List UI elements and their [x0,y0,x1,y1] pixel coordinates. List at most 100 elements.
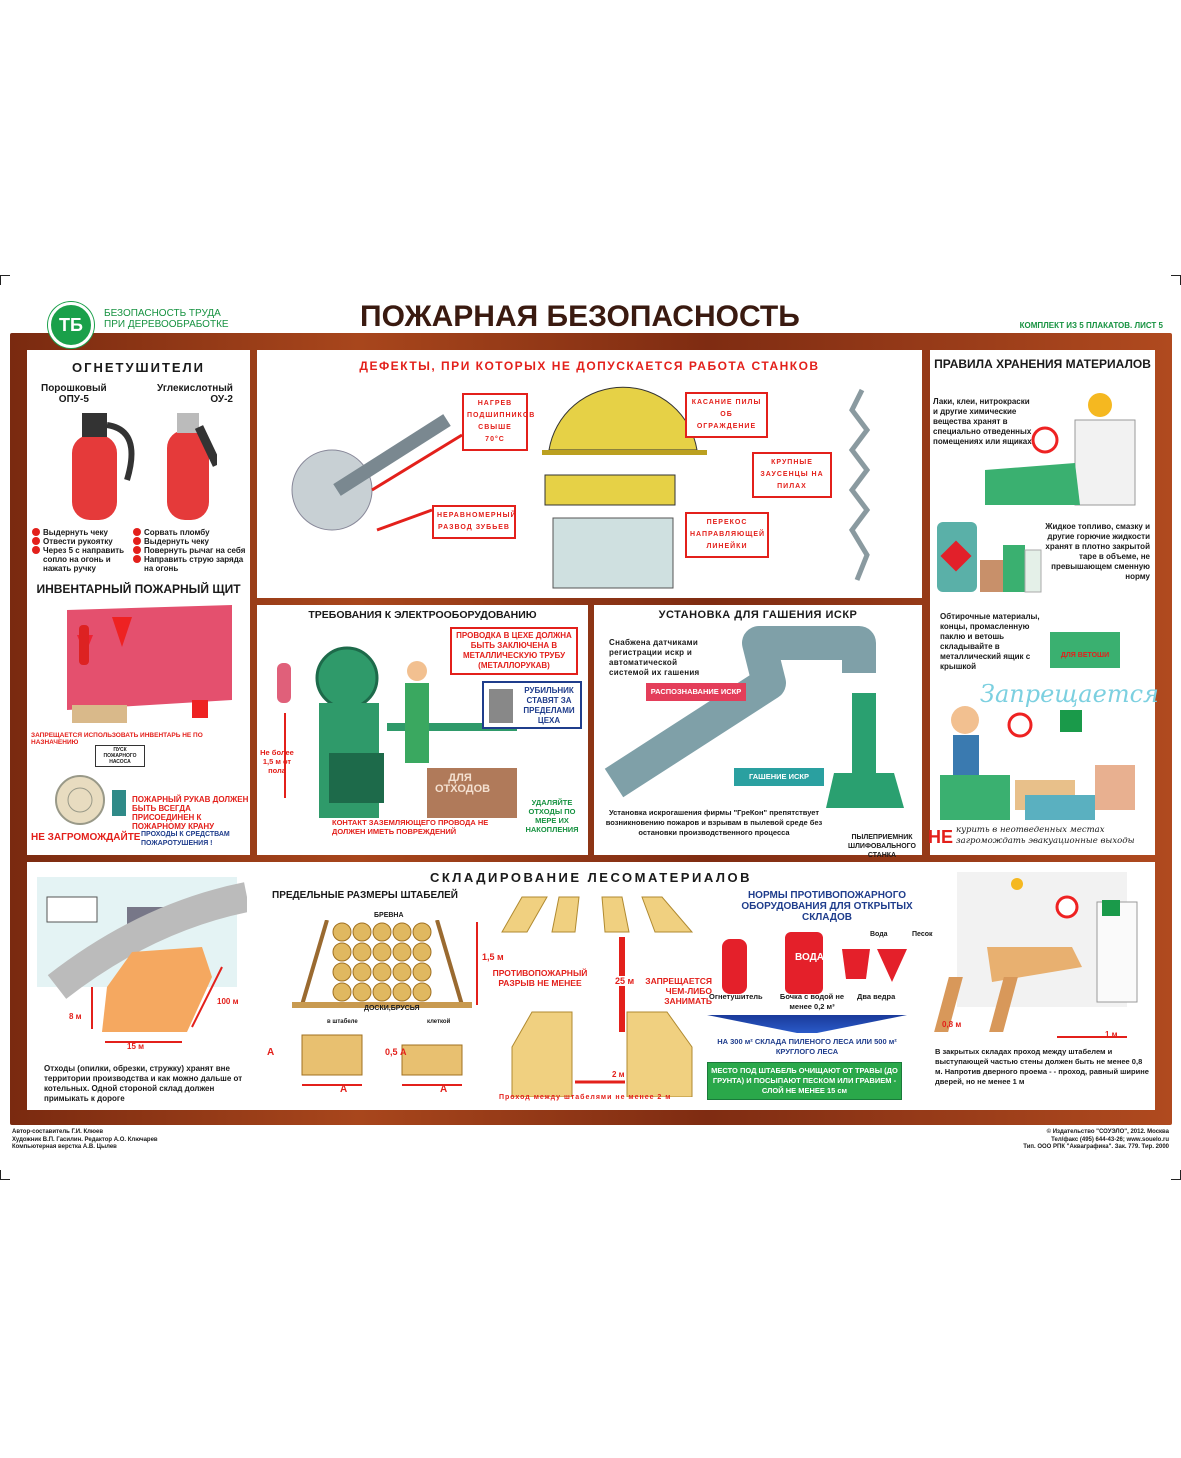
panel-spark-extinguish: УСТАНОВКА ДЛЯ ГАШЕНИЯ ИСКР Снабжена датч… [594,605,922,859]
section-title: ИНВЕНТАРНЫЙ ПОЖАРНЫЙ ЩИТ [36,582,241,596]
closed-warehouse-text: В закрытых складах проход между штабелем… [935,1047,1149,1086]
credit-line: Автор-составитель Г.И. Клюев [12,1129,104,1135]
dim-a: А [340,1084,348,1095]
defect-label: КРУПНЫЕ ЗАУСЕНЦЫ НА ПИЛАХ [752,452,832,498]
collector-label: ПЫЛЕПРИЕМНИК ШЛИФОВАЛЬНОГО СТАНКА [847,834,916,859]
dim-length: 100 м [217,997,239,1006]
dim-width: 15 м [127,1042,145,1051]
dim-half-a: 0,5 А [385,1047,407,1057]
stacks-illustration [292,920,478,1086]
section-title: ДЕФЕКТЫ, ПРИ КОТОРЫХ НЕ ДОПУСКАЕТСЯ РАБО… [359,359,820,373]
equipment-illustration [722,932,907,994]
step: Выдернуть чеку [133,537,251,546]
credit-line: Компьютерная верстка А.В. Цылев [12,1144,117,1150]
defect-label: НЕРАВНОМЕРНЫЙ РАЗВОД ЗУБЬЕВ [432,505,516,539]
pass-text: Проход между штабелями не менее 2 м [499,1094,672,1101]
step: Через 5 с направить сопло на огонь и наж… [32,546,132,573]
detect-arrow: РАСПОЗНАВАНИЕ ИСКР [646,683,746,701]
switch-note: РУБИЛЬНИК СТАВЯТ ЗА ПРЕДЕЛАМИ ЦЕХА [482,681,582,729]
series-line: ПРИ ДЕРЕВООБРАБОТКЕ [104,319,229,330]
rule: загромождать эвакуационные выходы [956,836,1135,846]
dim-a: А [440,1084,448,1095]
arrow-down-icon [707,1015,907,1033]
fuel-text: Жидкое топливо, смазку и другие горючие … [1045,522,1150,581]
boards-label: ДОСКИ,БРУСЬЯ [364,1005,420,1012]
extinguisher-label: Огнетушитель [709,992,763,1001]
buckets-label: Два ведра [857,992,896,1001]
defect-label: ПЕРЕКОС НАПРАВЛЯЮЩЕЙ ЛИНЕЙКИ [685,512,769,558]
no-block-label: НЕ ЗАГРОМОЖДАЙТЕ [31,832,141,843]
section-title: УСТАНОВКА ДЛЯ ГАШЕНИЯ ИСКР [658,609,858,621]
series-line: БЕЗОПАСНОСТЬ ТРУДА [104,308,221,319]
dim-08: 0,8 м [942,1020,962,1029]
step: Отвести рукоятку [32,537,132,546]
barrel-label: ВОДА [795,952,824,963]
set-info: КОМПЛЕКТ ИЗ 5 ПЛАКАТОВ. ЛИСТ 5 [1019,321,1163,330]
firebreak-value: 25 м [615,976,635,986]
waste-text: Отходы (опилки, обрезки, стружку) хранят… [44,1064,243,1103]
fuel-containers-illustration [937,522,1042,593]
step: Повернуть рычаг на себя [133,546,251,555]
extinguishers-illustration [72,413,217,520]
publisher-line: Тип. ООО РПК "Акваграфика". Зак. 779. Ти… [1023,1144,1169,1150]
sensors-text: Снабжена датчиками регистрации искр и ав… [609,638,700,677]
grecon-desc: Установка искрогашения фирмы "ГреКон" пр… [605,808,823,837]
sand-label: Песок [912,931,933,938]
pump-sign: ПУСК ПОЖАРНОГО НАСОСА [95,745,145,767]
defect-label: КАСАНИЕ ПИЛЫ ОБ ОГРАЖДЕНИЕ [685,392,768,438]
norms-title: НОРМЫ ПРОТИВОПОЖАРНОГО ОБОРУДОВАНИЯ ДЛЯ … [741,890,913,923]
ground-note: КОНТАКТ ЗАЗЕМЛЯЮЩЕГО ПРОВОДА НЕ ДОЛЖЕН И… [332,818,489,836]
crop-mark [0,275,10,285]
forbidden-title: Запрещается [980,680,1159,708]
section-title: ПРАВИЛА ХРАНЕНИЯ МАТЕРИАЛОВ [934,357,1151,371]
panel-lumber-storage: СКЛАДИРОВАНИЕ ЛЕСОМАТЕРИАЛОВ 8 м 15 м 10… [27,862,1155,1110]
chem-storage-illustration [985,393,1136,506]
crop-mark [0,1170,10,1180]
crop-mark [1171,275,1181,285]
section-title: ТРЕБОВАНИЯ К ЭЛЕКТРООБОРУДОВАНИЮ [308,609,537,621]
powder-steps: Выдернуть чеку Отвести рукоятку Через 5 … [32,528,132,573]
shield-warning: ЗАПРЕЩАЕТСЯ ИСПОЛЬЗОВАТЬ ИНВЕНТАРЬ НЕ ПО… [31,732,203,746]
panel-defects: ДЕФЕКТЫ, ПРИ КОТОРЫХ НЕ ДОПУСКАЕТСЯ РАБО… [257,350,922,598]
dim-height: 8 м [69,1012,82,1021]
type: Порошковый [41,383,107,394]
bandsaw-illustration [277,646,517,818]
extinguish-arrow: ГАШЕНИЕ ИСКР [734,768,824,786]
step: Направить струю заряда на огонь [133,555,251,573]
height-note: Не более 1,5 м от пола [260,748,294,775]
panel-electrical: ТРЕБОВАНИЯ К ЭЛЕКТРООБОРУДОВАНИЮ ПРОВОДК… [257,605,588,855]
dim-a: А [267,1047,275,1058]
defects-illustration [291,386,871,589]
forbid-label: ЗАПРЕЩАЕТСЯ ЧЕМ-ЛИБО ЗАНИМАТЬ [645,976,712,1006]
dim-1: 1 м [1105,1030,1118,1039]
chem-text: Лаки, клеи, нитрокраски и другие химичес… [933,397,1032,446]
section-title: ОГНЕТУШИТЕЛИ [71,360,206,375]
fire-shield-illustration [67,605,232,723]
logo: ТБ [48,302,94,348]
cage-label: клеткой [427,1019,451,1025]
firebreak-label: ПРОТИВОПОЖАРНЫЙ РАЗРЫВ НЕ МЕНЕЕ [492,968,588,988]
in-stack-label: в штабеле [327,1019,358,1025]
model: ОУ-2 [210,394,233,405]
publisher-line: Тел/факс (495) 644-43-26; www.souelo.ru [1051,1136,1169,1143]
rule: курить в неотведенных местах [956,825,1105,835]
panel-storage-rules: ПРАВИЛА ХРАНЕНИЯ МАТЕРИАЛОВ Лаки, клеи, … [928,350,1159,855]
step: Сорвать пломбу [133,528,251,537]
barrel-text: Бочка с водой не менее 0,2 м³ [779,992,845,1011]
rags-text: Обтирочные материалы, концы, промасленну… [940,612,1040,671]
rag-box: ДЛЯ ВЕТОШИ [1050,632,1120,668]
page-title: ПОЖАРНАЯ БЕЗОПАСНОСТЬ [360,300,800,333]
credit-line: Художник В.П. Гасилин. Редактор А.О. Клю… [12,1136,158,1143]
switch-icon [489,689,513,723]
wiring-note: ПРОВОДКА В ЦЕХЕ ДОЛЖНА БЫТЬ ЗАКЛЮЧЕНА В … [450,627,578,675]
spark-system-illustration [604,626,904,808]
per-area-text: НА 300 м² СКЛАДА ПИЛЕНОГО ЛЕСА ИЛИ 500 м… [717,1037,897,1056]
switch-text: РУБИЛЬНИК СТАВЯТ ЗА ПРЕДЕЛАМИ ЦЕХА [523,686,575,725]
